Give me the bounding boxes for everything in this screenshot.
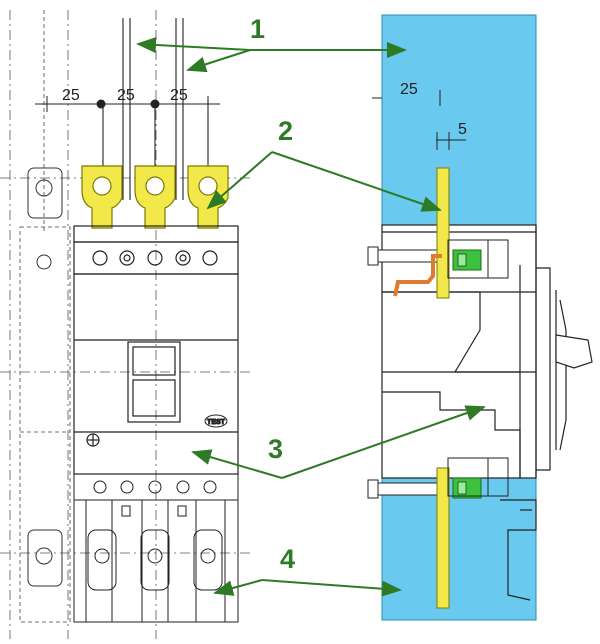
- dimension-label-pitch-1: 25: [62, 87, 80, 104]
- connector-housing: [447, 239, 509, 497]
- callout-3-arrow-b: [281, 405, 486, 479]
- test-button: TEST: [204, 414, 228, 428]
- hidden-outline: [19, 10, 71, 623]
- side-view: 25 5: [367, 14, 593, 621]
- callout-label-3: 3: [268, 434, 283, 464]
- front-dimension-line: [35, 96, 220, 112]
- callout-1-arrow-a: [136, 36, 251, 53]
- terminal-lug-left: [81, 165, 123, 229]
- callout-label-4: 4: [280, 544, 295, 574]
- breaker-handle: [127, 341, 181, 423]
- orange-wire: [393, 254, 442, 297]
- insulation-barrier-bottom: [381, 477, 537, 621]
- construction-lines: [0, 10, 250, 639]
- side-busbar-bottom: [436, 467, 450, 609]
- callout-4-arrow-b: [261, 579, 402, 597]
- callout-1-arrow-b: [186, 49, 251, 73]
- side-dimension-label-thickness: 5: [458, 121, 467, 138]
- callout-label-1: 1: [250, 14, 265, 44]
- green-connectors: [452, 249, 482, 499]
- side-dimension-marks: [372, 90, 466, 150]
- ghost-lug-top: [27, 167, 63, 270]
- callout-2-arrow-a: [206, 151, 273, 210]
- side-dimension-label-offset: 25: [400, 81, 418, 98]
- top-busbars: [102, 18, 209, 200]
- side-busbar-top: [436, 167, 450, 299]
- callout-3-arrow-a: [191, 449, 283, 479]
- side-mounting-bolts: [367, 246, 439, 499]
- callout-2-arrow-b: [271, 151, 442, 212]
- lower-terminals: [73, 473, 239, 623]
- callout-label-2: 2: [278, 116, 293, 146]
- callout-4-arrow-a: [213, 579, 263, 596]
- test-button-label: TEST: [207, 419, 226, 426]
- callout-arrows: [136, 36, 486, 597]
- insulation-barrier-top: [381, 14, 537, 226]
- terminal-lugs: [81, 165, 229, 229]
- ghost-lug-bottom: [27, 529, 63, 587]
- dimension-label-pitch-3: 25: [170, 87, 188, 104]
- breaker-body: [73, 225, 239, 475]
- dimension-label-pitch-2: 25: [117, 87, 135, 104]
- front-view: TEST: [0, 10, 250, 639]
- terminal-lug-middle: [134, 165, 176, 229]
